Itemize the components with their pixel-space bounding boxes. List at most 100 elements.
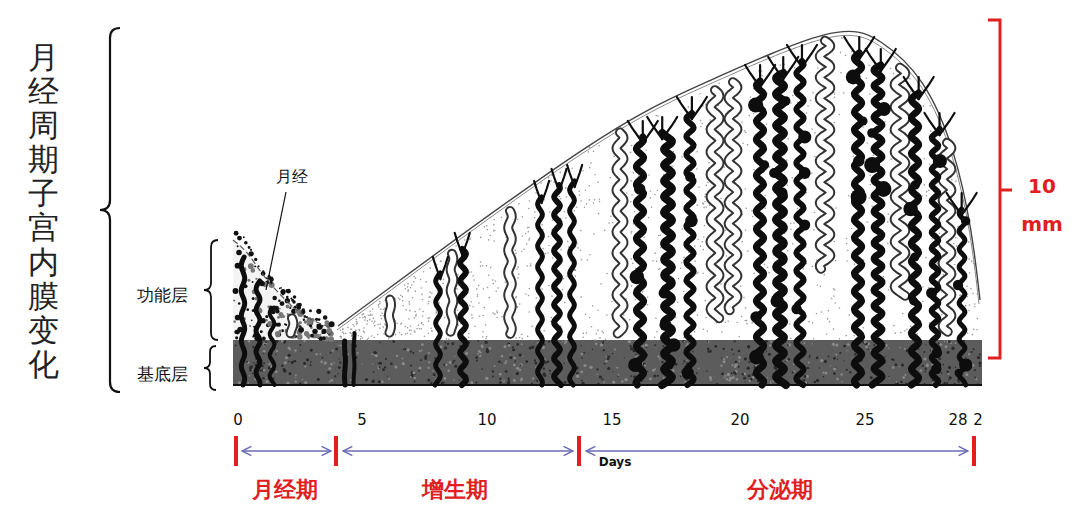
illustration-circle [375,354,378,357]
illustration-circle [422,311,424,313]
illustration-circle [394,365,397,368]
illustration-circle [521,334,523,336]
illustration-circle [588,151,590,153]
illustration-circle [809,355,811,357]
illustration-circle [917,333,919,335]
illustration-circle [926,364,929,367]
illustration-circle [968,310,970,312]
illustration-circle [920,369,923,372]
illustration-circle [848,195,850,197]
illustration-circle [945,345,948,348]
illustration-circle [278,299,280,301]
illustration-circle [409,329,411,331]
illustration-circle [370,313,372,315]
illustration-circle [727,373,730,376]
illustration-circle [364,317,366,319]
illustration-circle [901,363,904,366]
illustration-circle [402,362,405,365]
illustration-circle [939,233,941,235]
illustration-circle [979,365,981,367]
illustration-circle [327,371,330,374]
illustration-circle [592,348,594,350]
illustration-circle [930,350,932,352]
illustration-circle [631,194,633,196]
illustration-circle [922,365,924,367]
illustration-circle [599,198,601,200]
illustration-circle [340,329,342,331]
illustration-circle [276,350,278,352]
illustration-circle [816,379,819,382]
illustration-circle [593,202,595,204]
illustration-circle [414,381,416,383]
illustration-circle [421,322,423,324]
illustration-circle [405,309,407,311]
illustration-circle [603,382,605,384]
illustration-circle [361,337,363,339]
illustration-circle [599,337,601,339]
illustration-circle [323,315,328,320]
illustration-circle [764,194,766,196]
illustration-circle [428,320,430,322]
illustration-circle [486,265,488,267]
illustration-circle [923,105,925,107]
illustration-circle [764,207,766,209]
illustration-circle [250,249,252,251]
illustration-circle [589,317,591,319]
illustration-circle [480,265,482,267]
illustration-circle [660,234,662,236]
illustration-circle [954,264,956,266]
illustration-circle [372,380,375,383]
illustration-circle [571,167,573,169]
illustration-path [233,240,333,340]
illustration-circle [347,327,349,329]
illustration-circle [247,279,250,282]
illustration-circle [444,377,447,380]
illustration-circle [588,185,590,187]
illustration-circle [791,177,793,179]
illustration-circle [281,289,286,294]
illustration-circle [968,241,970,243]
illustration-circle [824,360,827,363]
illustration-circle [485,324,487,326]
illustration-circle [471,314,473,316]
illustration-circle [542,248,544,250]
illustration-circle [924,158,926,160]
illustration-circle [324,361,327,364]
illustration-circle [263,353,264,354]
illustration-circle [442,283,444,285]
illustration-circle [888,213,890,215]
illustration-circle [761,75,763,77]
illustration-circle [424,357,426,359]
illustration-circle [787,358,790,361]
illustration-circle [735,361,738,364]
illustration-circle [899,347,900,348]
illustration-circle [787,344,789,346]
illustration-circle [643,236,645,238]
illustration-circle [843,92,845,94]
illustration-circle [294,349,296,351]
illustration-circle [477,353,479,355]
illustration-circle [407,289,409,291]
illustration-circle [742,142,744,144]
illustration-circle [721,331,723,333]
illustration-circle [707,348,710,351]
illustration-circle [351,328,353,330]
illustration-circle [910,326,912,328]
illustration-circle [499,378,501,380]
illustration-circle [896,381,898,383]
illustration-circle [819,367,820,368]
illustration-circle [479,315,481,317]
illustration-circle [258,265,260,267]
illustration-circle [404,348,406,350]
illustration-circle [421,323,423,325]
illustration-circle [288,361,289,362]
illustration-circle [535,297,537,299]
illustration-circle [710,379,712,381]
illustration-circle [515,297,517,299]
illustration-circle [381,312,383,314]
illustration-circle [472,275,474,277]
illustration-circle [597,329,599,331]
illustration-circle [811,128,813,130]
